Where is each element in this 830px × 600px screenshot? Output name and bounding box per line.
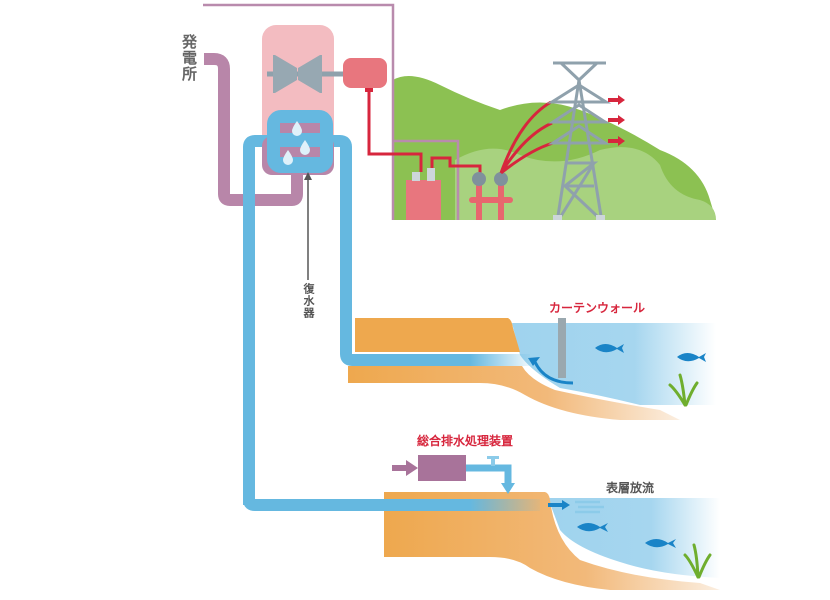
treatment-unit <box>418 455 466 481</box>
building-outline <box>203 3 460 220</box>
steam-pipe <box>204 53 303 206</box>
transmission-tower <box>546 61 612 218</box>
upper-land-top <box>355 318 520 352</box>
transformer <box>406 180 441 220</box>
condenser-label: 復水器 <box>302 283 315 319</box>
hill-light <box>455 147 716 220</box>
tap-icon <box>487 456 499 466</box>
cooling-water-pipe <box>243 135 470 505</box>
output-arrows <box>608 95 625 146</box>
fish-icons <box>577 344 706 548</box>
intake-arrow <box>533 361 574 385</box>
upper-land-bottom <box>348 366 680 420</box>
power-plant-label: 発電所 <box>180 34 198 82</box>
power-line <box>367 92 482 174</box>
surface-discharge-label: 表層放流 <box>606 481 655 495</box>
switchgear <box>469 172 513 220</box>
inflow-arrow <box>392 460 418 476</box>
condenser <box>262 110 334 175</box>
lower-land <box>384 492 720 590</box>
seaweed-icons <box>668 373 712 579</box>
curtain-wall-label: カーテンウォール <box>549 301 646 315</box>
lower-sea <box>548 498 720 578</box>
discharge-arrow <box>548 500 570 510</box>
generator <box>343 58 387 88</box>
curtain-wall <box>558 318 566 378</box>
turbine-icon <box>273 55 322 93</box>
treatment-facility-label: 総合排水処理装置 <box>417 434 514 448</box>
